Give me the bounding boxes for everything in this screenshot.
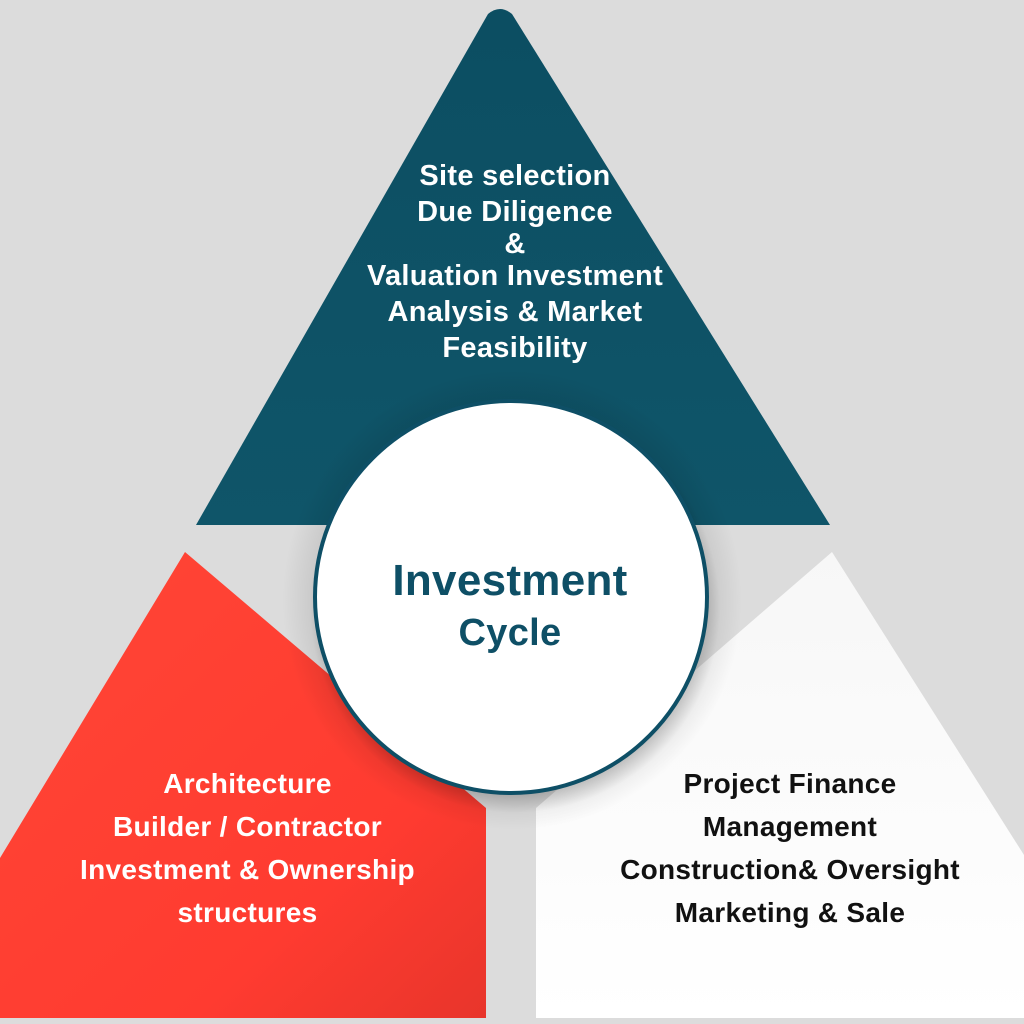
- right-line-3: Construction& Oversight: [620, 854, 960, 885]
- center-title-line-2: Cycle: [458, 612, 562, 654]
- left-segment: [0, 552, 486, 1018]
- center-title-line-1: Investment: [392, 556, 628, 605]
- top-line-3: &: [504, 228, 526, 260]
- left-line-1: Architecture: [163, 768, 332, 799]
- left-line-3: Investment & Ownership: [80, 854, 415, 885]
- left-line-4: structures: [177, 897, 318, 928]
- left-line-2: Builder / Contractor: [113, 811, 382, 842]
- right-segment: [536, 552, 1024, 1018]
- right-line-1: Project Finance: [683, 768, 897, 799]
- top-segment-text: Site selection Due Diligence & Valuation…: [330, 158, 700, 366]
- top-line-4: Valuation Investment: [366, 260, 664, 292]
- top-line-1: Site selection: [419, 160, 611, 192]
- top-line-5: Analysis & Market: [387, 296, 643, 328]
- right-line-2: Management: [702, 811, 878, 842]
- right-line-4: Marketing & Sale: [674, 897, 906, 928]
- left-segment-text: Architecture Builder / Contractor Invest…: [40, 762, 455, 934]
- top-segment: [196, 9, 830, 525]
- center-circle: [313, 399, 709, 795]
- center-title: Investment Cycle: [330, 555, 690, 659]
- right-segment-text: Project Finance Management Construction&…: [580, 762, 1000, 934]
- top-line-2: Due Diligence: [417, 196, 613, 228]
- top-line-6: Feasibility: [442, 332, 588, 364]
